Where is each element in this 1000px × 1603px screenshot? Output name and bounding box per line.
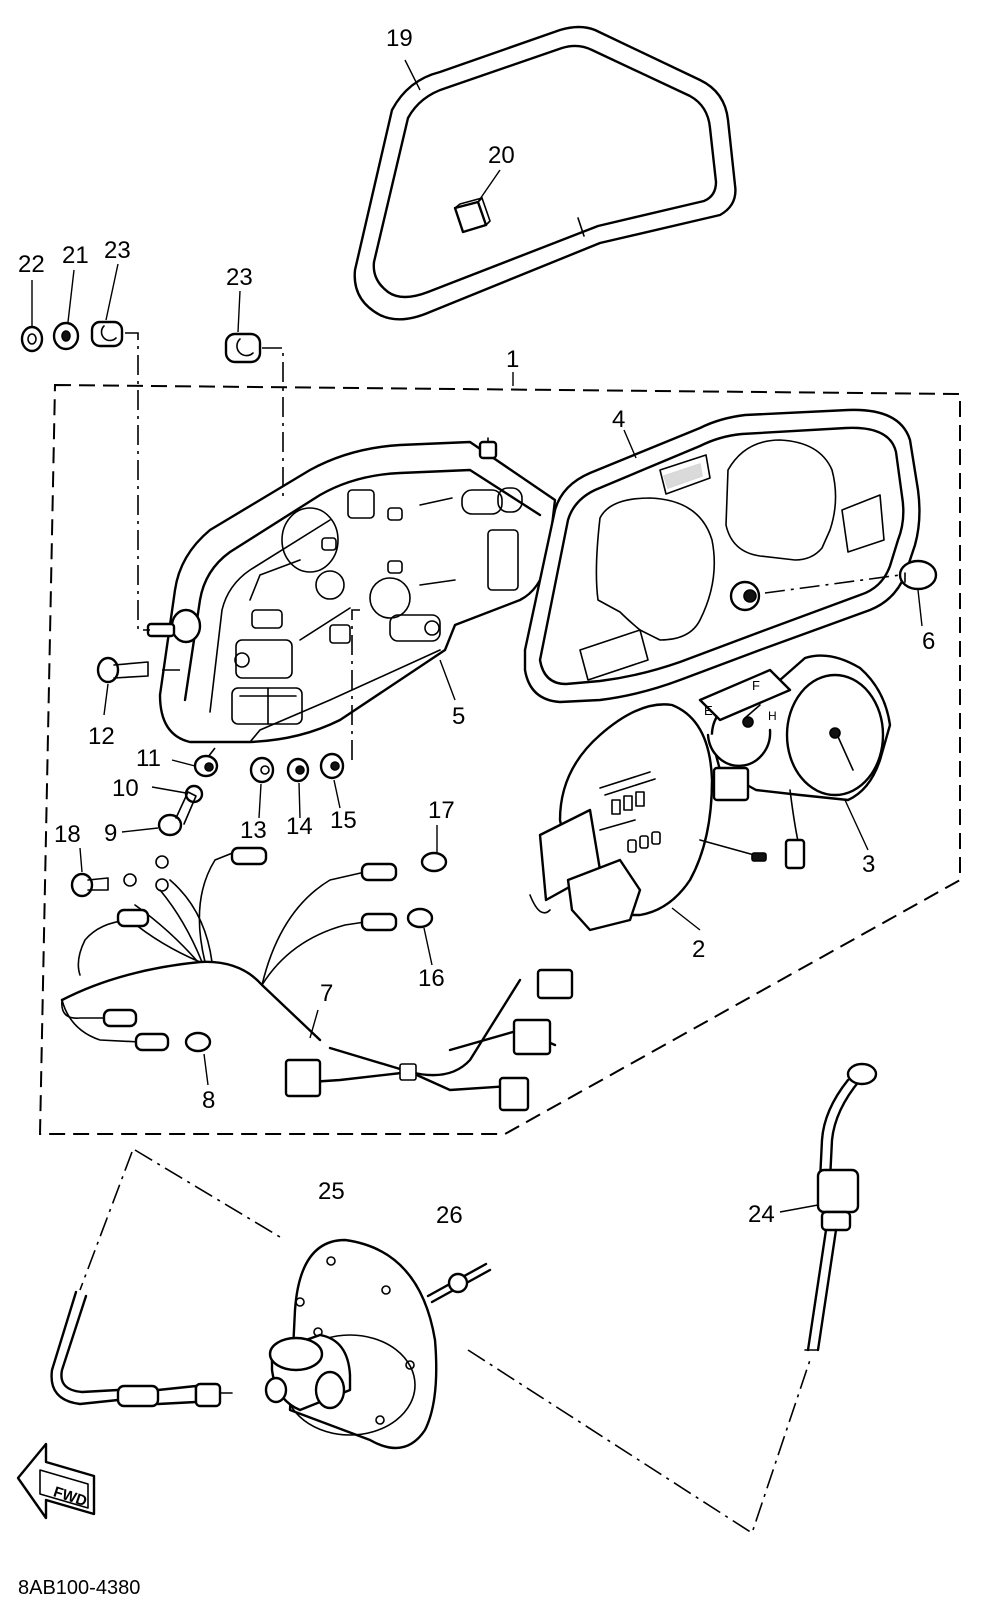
cap-6 bbox=[898, 559, 938, 591]
callout-4: 4 bbox=[612, 406, 625, 433]
callout-25: 25 bbox=[318, 1178, 345, 1205]
screw-18 bbox=[70, 872, 109, 898]
washer-21 bbox=[52, 321, 80, 351]
svg-text:E: E bbox=[704, 703, 713, 718]
nut-22 bbox=[20, 325, 44, 353]
callout-9: 9 bbox=[104, 820, 117, 847]
meter-case-5 bbox=[146, 437, 557, 744]
callout-16: 16 bbox=[418, 965, 445, 992]
callout-7: 7 bbox=[320, 980, 333, 1007]
leader-lines bbox=[31, 59, 923, 1086]
callout-5: 5 bbox=[452, 703, 465, 730]
callout-2: 2 bbox=[692, 936, 705, 963]
callout-23-left: 23 bbox=[104, 237, 131, 264]
callout-11: 11 bbox=[136, 745, 161, 772]
speedometer-2 bbox=[529, 703, 767, 932]
callout-22: 22 bbox=[18, 251, 45, 278]
callout-15: 15 bbox=[330, 807, 357, 834]
svg-text:F: F bbox=[752, 678, 760, 693]
forward-arrow-icon: FWD bbox=[16, 1442, 96, 1520]
callout-23-right: 23 bbox=[226, 264, 253, 291]
nut-11 bbox=[193, 754, 219, 778]
screw-12 bbox=[96, 656, 149, 684]
screw-9 bbox=[157, 791, 197, 837]
callout-12: 12 bbox=[88, 723, 115, 750]
speedometer-cable-24 bbox=[779, 1062, 878, 1352]
gauge-3: F E H bbox=[698, 654, 892, 870]
washer-14 bbox=[286, 757, 310, 783]
nut-15 bbox=[319, 752, 345, 780]
emblem-20 bbox=[453, 197, 491, 234]
callout-21: 21 bbox=[62, 242, 89, 269]
callout-19: 19 bbox=[386, 25, 413, 52]
callout-26: 26 bbox=[436, 1202, 463, 1229]
callout-10: 10 bbox=[112, 775, 139, 802]
callout-14: 14 bbox=[286, 813, 313, 840]
meter-cover-19 bbox=[353, 25, 737, 321]
callout-6: 6 bbox=[922, 628, 935, 655]
assembly-boundary-1 bbox=[38, 383, 961, 1135]
callout-24: 24 bbox=[748, 1201, 775, 1228]
callout-labels: 1 2 3 4 5 6 7 8 9 10 11 12 13 14 15 16 1… bbox=[18, 25, 935, 1229]
drive-gear-unit-25 bbox=[134, 1149, 811, 1535]
callout-20: 20 bbox=[488, 142, 515, 169]
wire-harness-7 bbox=[60, 846, 574, 1112]
callout-3: 3 bbox=[862, 851, 875, 878]
nut-13 bbox=[249, 756, 275, 784]
pin-26 bbox=[426, 1262, 492, 1304]
grommet-23-left bbox=[90, 320, 124, 348]
callout-17: 17 bbox=[428, 797, 455, 824]
callout-18: 18 bbox=[54, 821, 81, 848]
drawing-code: 8AB100-4380 bbox=[18, 1577, 140, 1599]
svg-text:H: H bbox=[768, 709, 777, 723]
grommet-23-right bbox=[224, 332, 262, 364]
face-plate-4 bbox=[523, 408, 921, 704]
callout-8: 8 bbox=[202, 1087, 215, 1114]
callout-1: 1 bbox=[506, 346, 519, 373]
callout-13: 13 bbox=[240, 817, 267, 844]
lower-cable bbox=[50, 1151, 233, 1408]
